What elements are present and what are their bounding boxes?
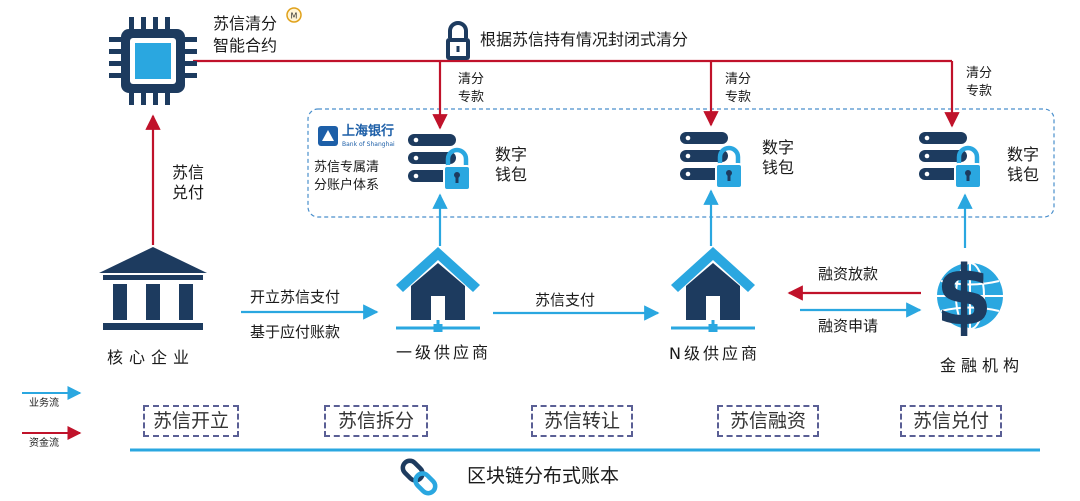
bank-account-region — [307, 108, 1055, 218]
core-enterprise-icon — [99, 247, 207, 330]
flow-based-label: 基于应付账款 — [250, 323, 341, 341]
ledger-label: 区块链分布式账本 — [467, 465, 620, 487]
tier1-supplier-label: 一级供应商 — [396, 343, 492, 362]
badge-icon: M — [286, 7, 302, 23]
step-tag: 苏信拆分 — [324, 405, 428, 437]
wallet-server-icon — [408, 134, 470, 190]
step-tag: 苏信转让 — [531, 405, 633, 437]
contract-subtitle: 智能合约 — [213, 36, 278, 55]
legend-business-label: 业务流 — [29, 398, 59, 409]
clearing-fund-label: 清分专款 — [458, 72, 485, 105]
step-tag: 苏信兑付 — [900, 405, 1002, 437]
bank-name-en: Bank of Shanghai — [342, 141, 395, 148]
bank-name-cn: 上海银行 — [342, 124, 395, 139]
bank-account-desc: 苏信专属清分账户体系 — [314, 160, 380, 193]
tierN-supplier-label: N级供应商 — [669, 344, 760, 363]
clearing-fund-label: 清分专款 — [725, 72, 752, 105]
flow-loan-label: 融资放款 — [818, 265, 879, 283]
funds-flow-lines — [145, 59, 960, 301]
finance-globe-icon: $ — [935, 249, 1003, 344]
step-tag: 苏信融资 — [717, 405, 819, 437]
wallet-label: 数字钱包 — [1007, 145, 1040, 184]
padlock-icon — [446, 21, 470, 60]
flow-apply-label: 融资申请 — [818, 317, 879, 335]
svg-text:$: $ — [935, 249, 992, 344]
flow-pay-label: 苏信支付 — [535, 291, 596, 309]
core-enterprise-label: 核心企业 — [107, 348, 196, 367]
chain-link-icon — [400, 458, 438, 496]
flow-open-label: 开立苏信支付 — [250, 288, 341, 306]
contract-title: 苏信清分 — [213, 14, 278, 33]
chip-icon — [109, 17, 197, 105]
legend — [22, 386, 82, 440]
lock-route-label: 根据苏信持有情况封闭式清分 — [480, 30, 689, 49]
legend-funds-label: 资金流 — [29, 438, 59, 449]
core-payment-label: 苏信兑付 — [172, 163, 205, 202]
clearing-fund-label: 清分专款 — [966, 66, 993, 99]
wallet-label: 数字钱包 — [762, 138, 795, 177]
tier1-supplier-icon — [394, 245, 482, 334]
wallet-server-icon — [919, 132, 981, 188]
bank-logo — [318, 126, 338, 146]
wallet-label: 数字钱包 — [495, 145, 528, 184]
business-flow-lines — [241, 189, 973, 321]
wallet-server-icon — [680, 132, 742, 188]
step-tag: 苏信开立 — [143, 405, 239, 437]
finance-label: 金融机构 — [940, 356, 1025, 375]
tierN-supplier-icon — [669, 245, 757, 334]
svg-text:M: M — [291, 12, 298, 21]
